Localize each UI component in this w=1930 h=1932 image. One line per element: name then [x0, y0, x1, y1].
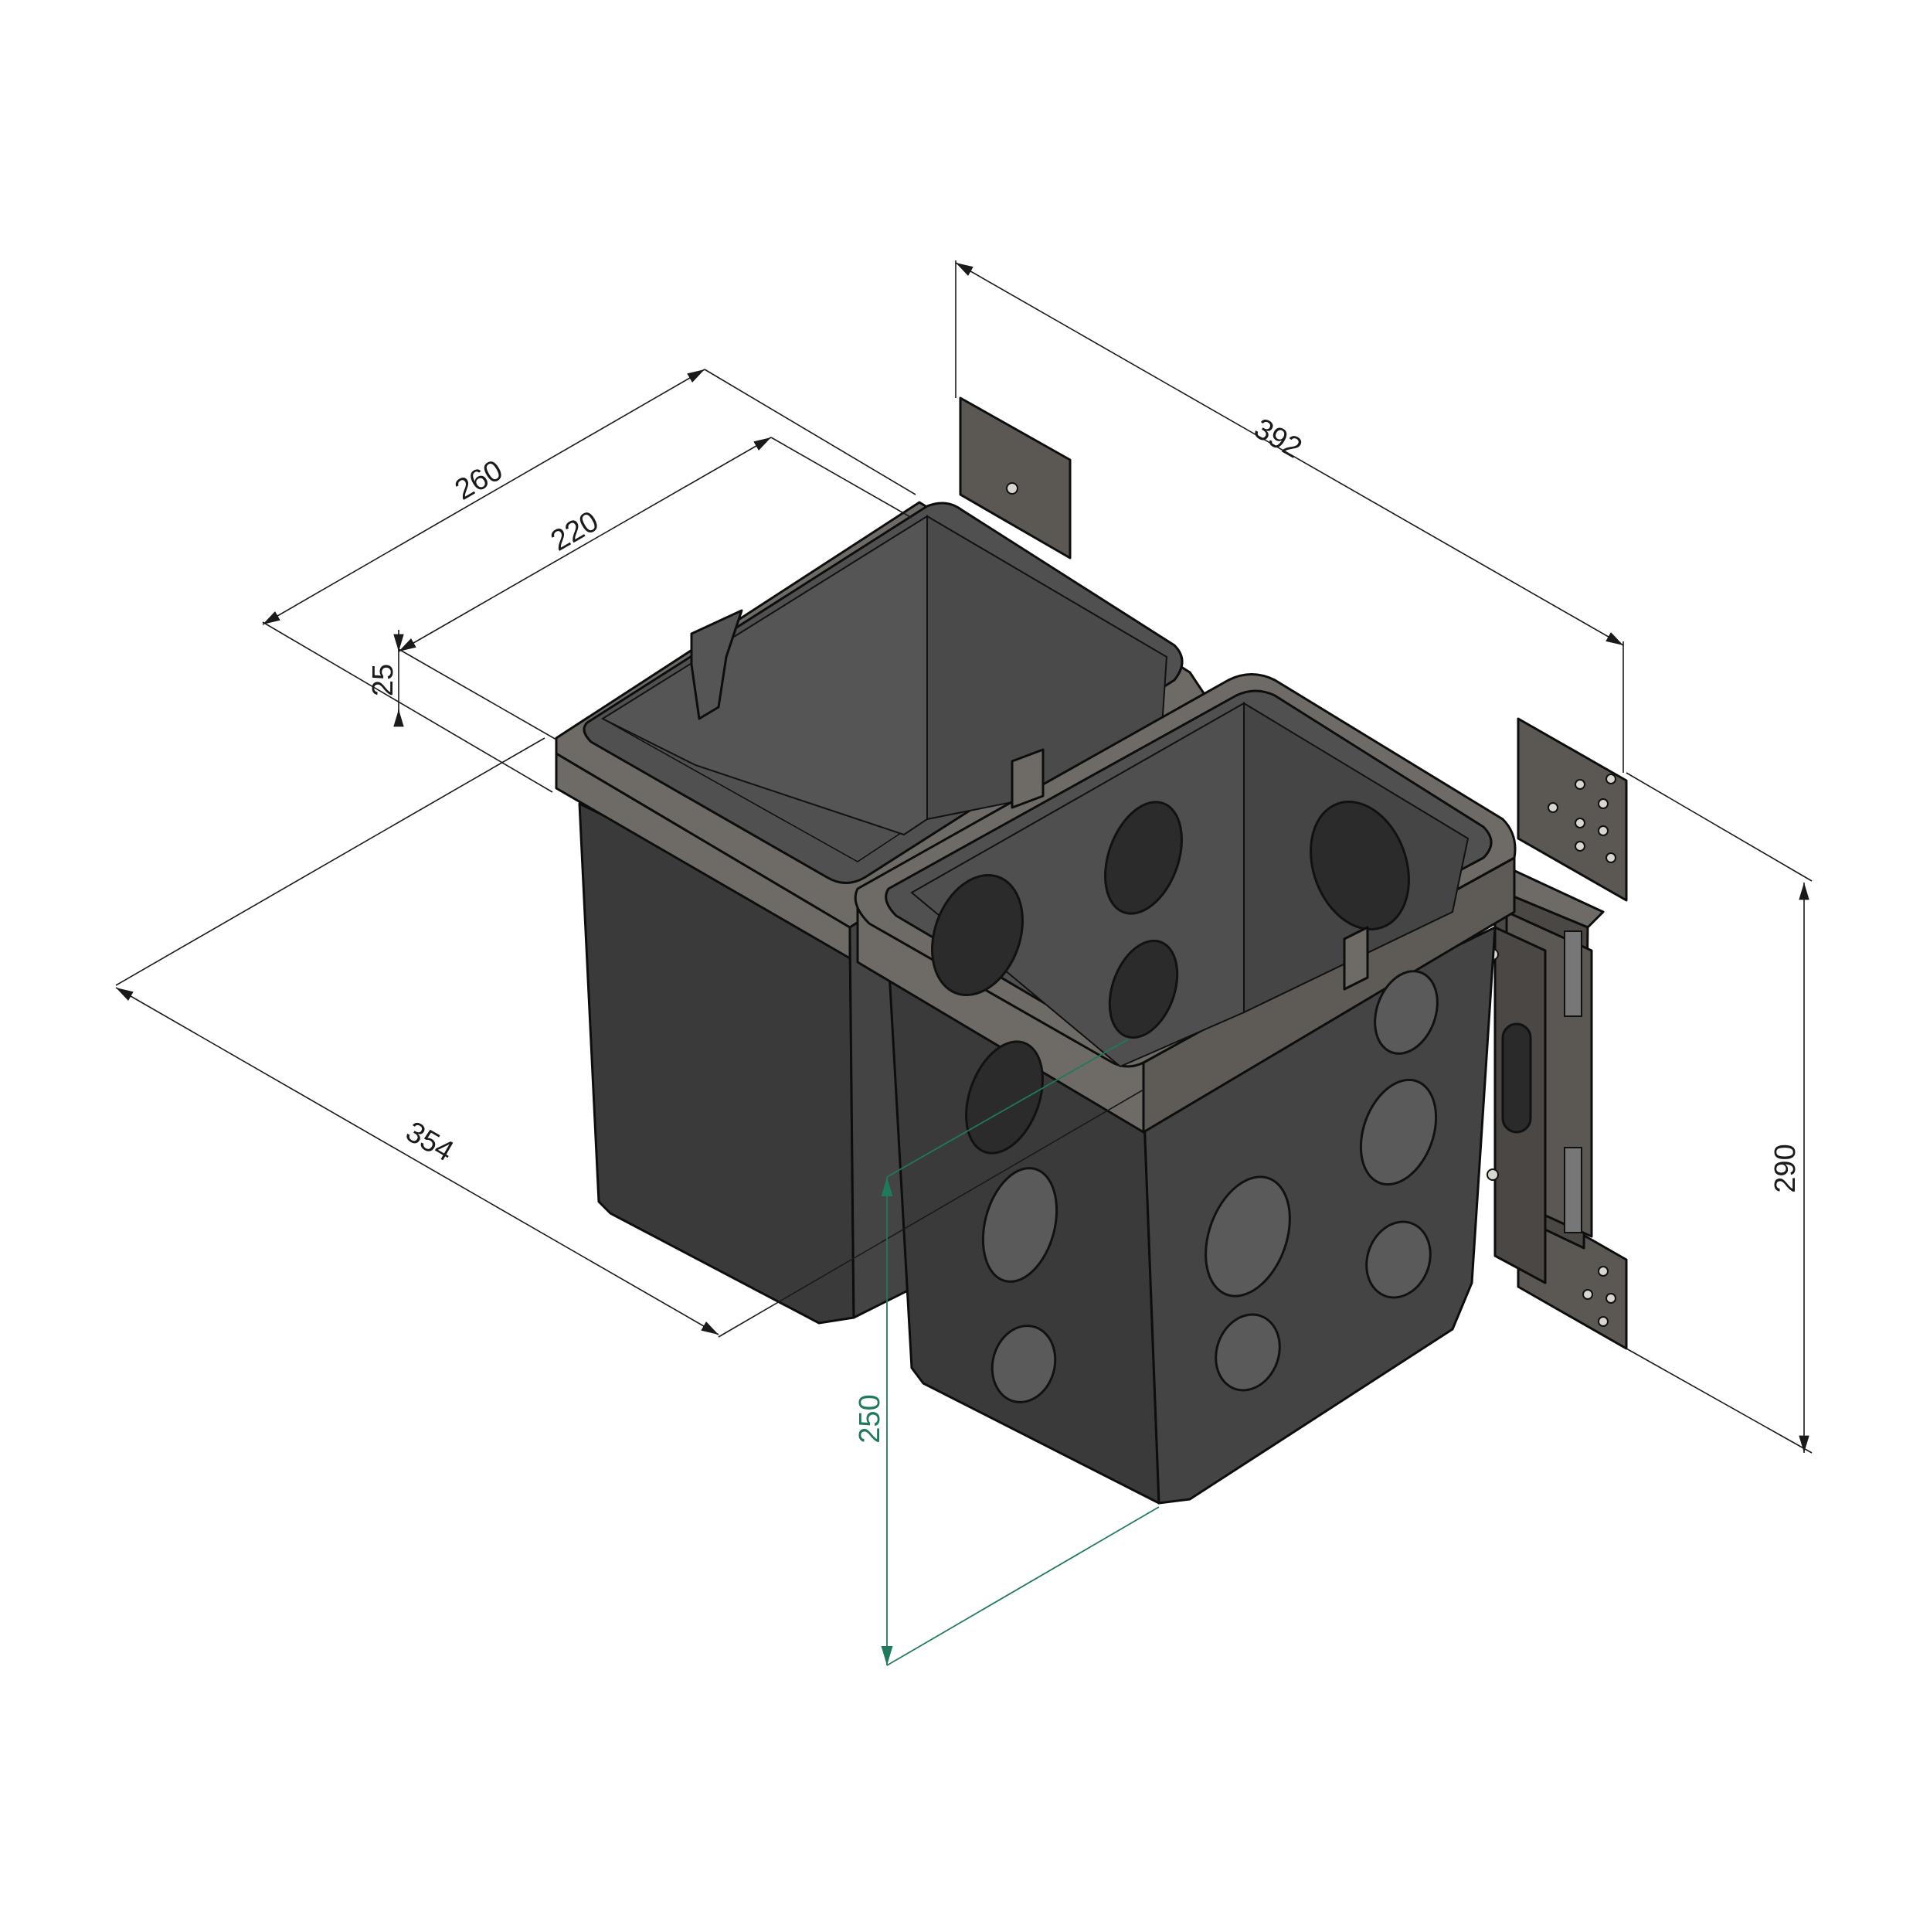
- dim-392-label: 392: [1249, 413, 1307, 465]
- mounting-hole: [1006, 482, 1018, 495]
- dim-25-label: 25: [367, 664, 399, 696]
- dim-290-label: 290: [1769, 1144, 1802, 1192]
- dim-220-label: 220: [545, 505, 604, 558]
- runner-slot: [1501, 1022, 1532, 1134]
- side-runner-bracket: [1487, 717, 1628, 1350]
- dimension-25: 25: [367, 630, 404, 727]
- dim-250-label: 250: [854, 1394, 886, 1443]
- dimension-250: 250: [854, 1039, 1160, 1666]
- front-bin: [854, 673, 1517, 1505]
- dim-260-label: 260: [450, 454, 508, 507]
- dim-354-label: 354: [400, 1116, 459, 1168]
- dimension-290: 290: [1626, 772, 1813, 1454]
